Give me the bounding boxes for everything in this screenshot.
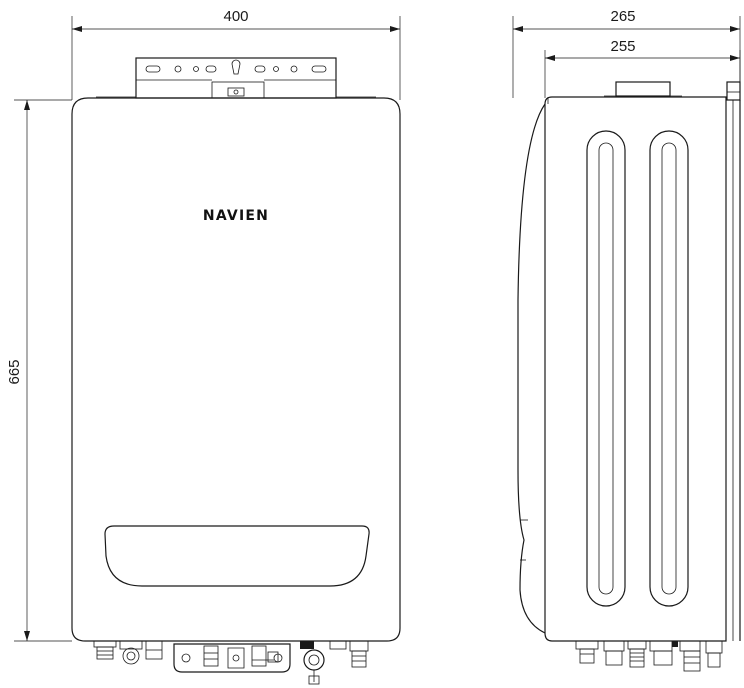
vent-slot-left-inner [598,142,614,595]
side-depth-body-label: 255 [610,38,635,55]
front-view: NAVIEN [71,57,401,685]
control-panel-cover [104,525,370,587]
vent-slot-right-outer [649,130,689,607]
vent-slot-left-outer [586,130,626,607]
dimension-side-depth-body: 255 [544,38,741,98]
brand-logo: NAVIEN [203,208,269,224]
side-casing [544,96,727,642]
dimension-height: 665 [6,99,72,642]
bottom-fittings [93,640,369,685]
dimension-front-width: 400 [71,8,401,100]
front-casing [71,97,401,642]
side-view [517,81,741,672]
mounting-bracket [96,57,376,99]
vent-slot-right-inner [661,142,677,595]
side-wall-bracket [726,81,741,641]
front-width-label: 400 [223,8,248,25]
side-bottom-fittings [575,640,723,672]
side-front-panel-edge [517,103,546,634]
dimension-side-depth-total: 265 [512,8,741,98]
flue-collar [615,81,671,97]
side-depth-total-label: 265 [610,8,635,25]
height-label: 665 [6,359,23,384]
